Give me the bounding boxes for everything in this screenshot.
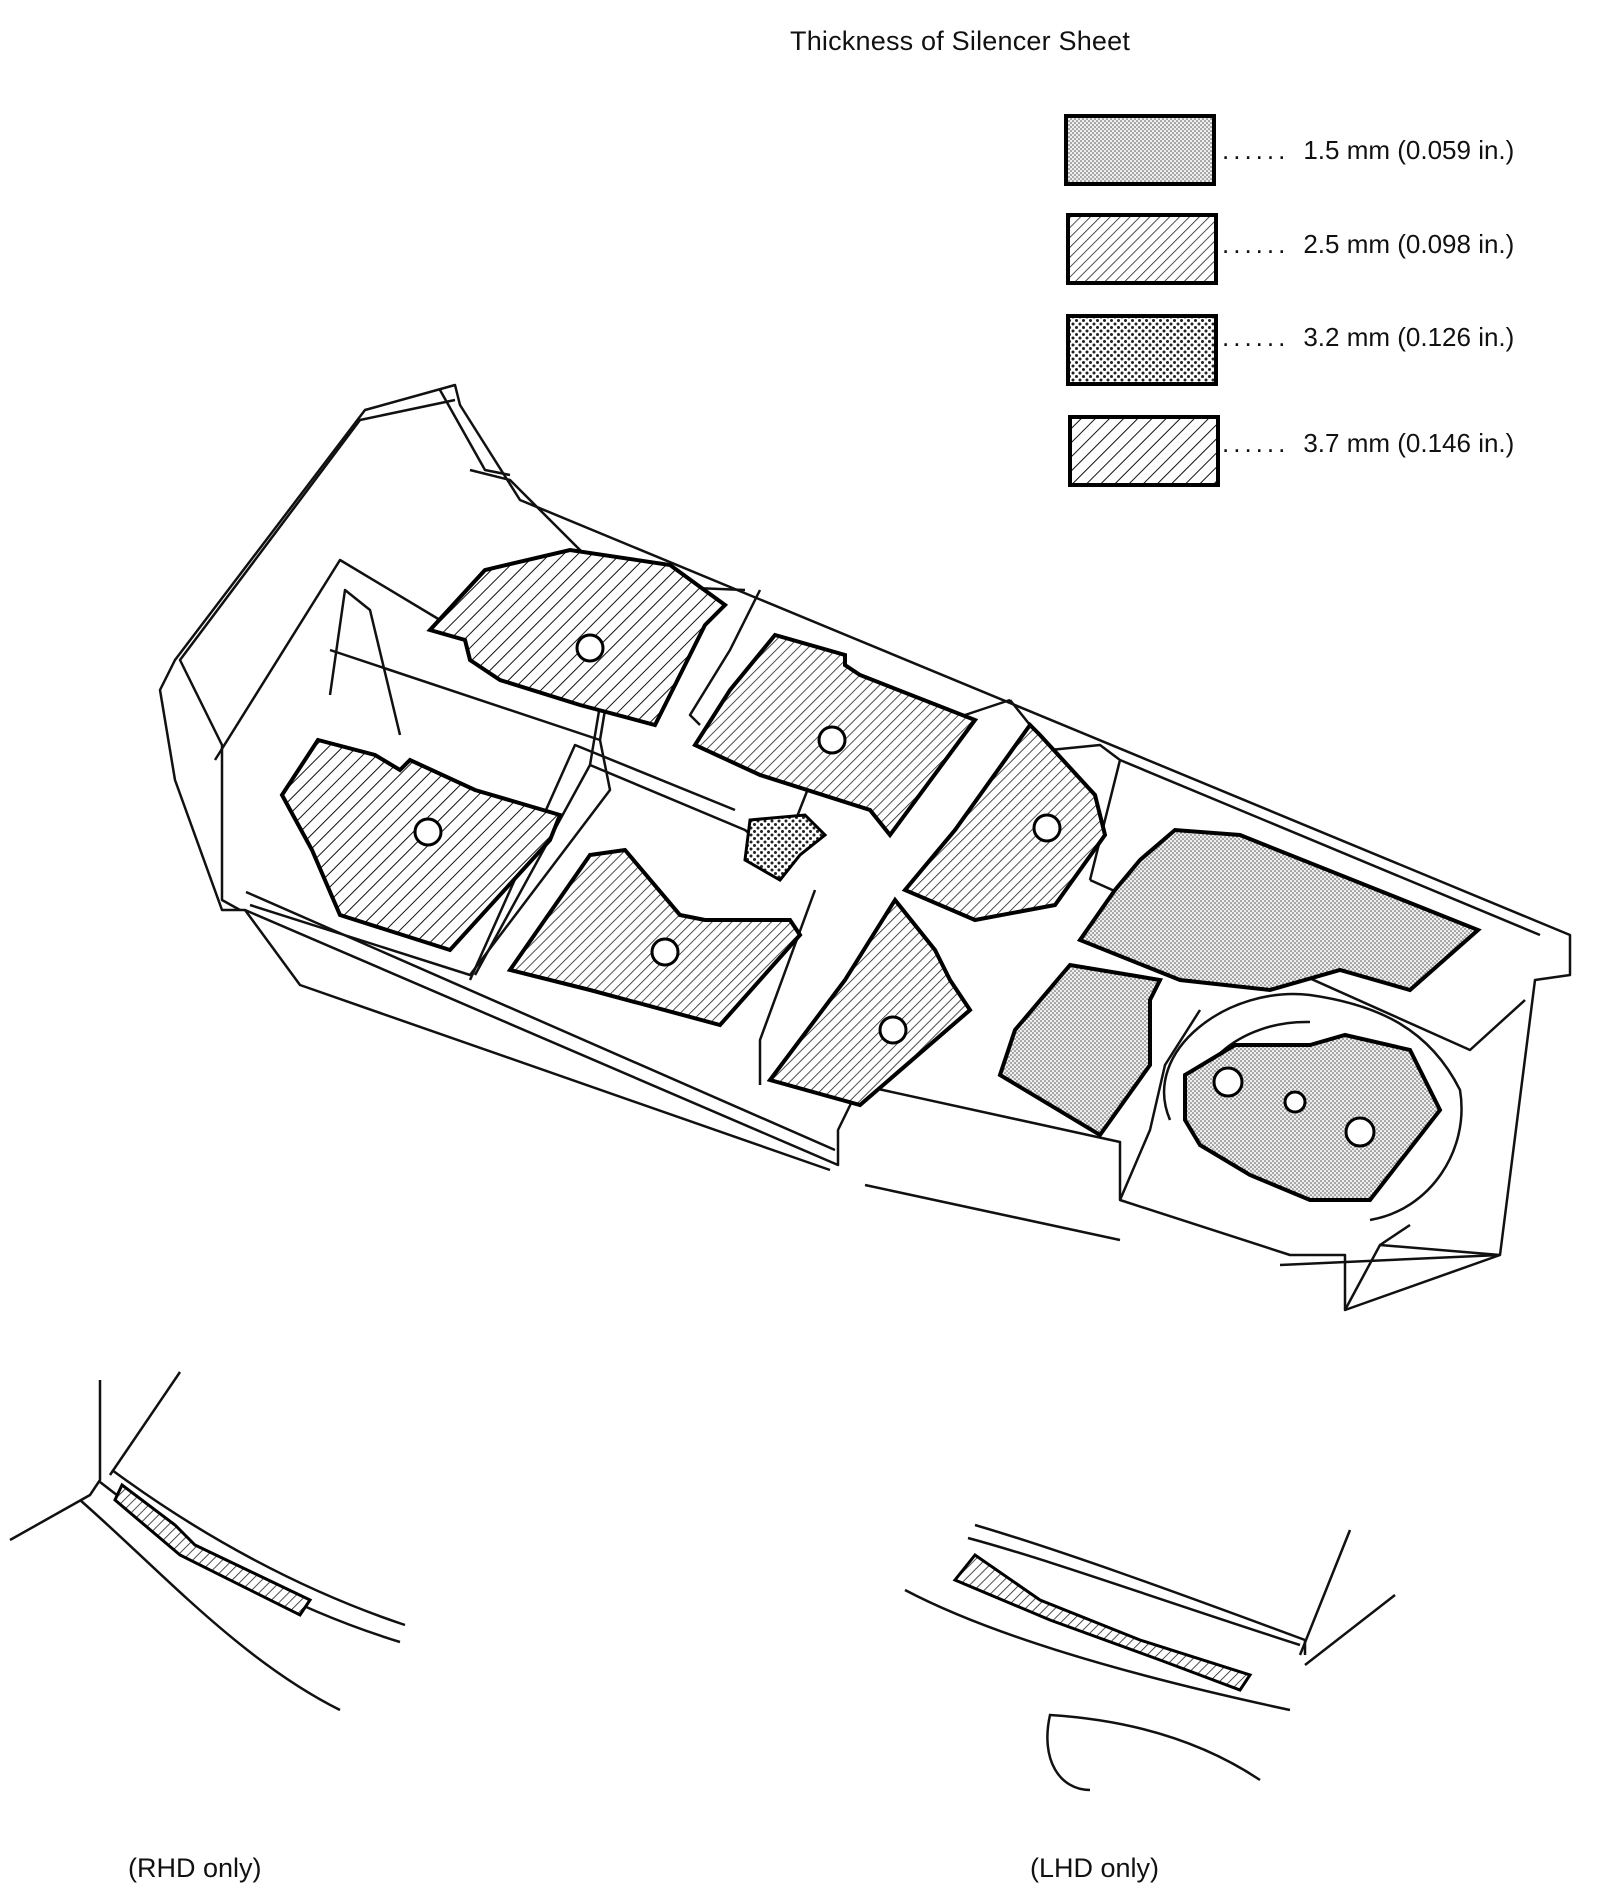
rhd-silencer-strip: [113, 1482, 313, 1617]
legend-swatch-3-2mm: [1066, 314, 1218, 386]
legend-label-3-2mm: ......3.2 mm (0.126 in.): [1222, 322, 1515, 352]
silencer-sheet-center-left: [692, 632, 979, 839]
silencer-sheet-spare-tire-well: [1183, 1032, 1443, 1202]
legend-swatch-2-5mm: [1066, 213, 1218, 285]
rhd-detail-drawing: [9, 1371, 406, 1712]
silencer-sheet-front-left: [426, 547, 729, 728]
legend-label-2-5mm: ......2.5 mm (0.098 in.): [1222, 229, 1515, 259]
legend-label-3-7mm: ......3.7 mm (0.146 in.): [1222, 428, 1515, 458]
lhd-detail-drawing: [904, 1523, 1396, 1792]
silencer-sheet-rear-right: [766, 896, 973, 1108]
lhd-silencer-strip: [952, 1552, 1253, 1692]
silencer-sheet-rear-floor-upper: [1076, 827, 1482, 993]
silencer-sheet-rear-floor-lower: [997, 962, 1163, 1138]
silencer-sheet-tunnel-block: [743, 813, 828, 882]
legend-label-1-5mm: ......1.5 mm (0.059 in.): [1222, 135, 1515, 165]
silencer-sheet-rear-left: [901, 721, 1108, 923]
legend-swatch-3-7mm: [1068, 415, 1220, 487]
silencer-sheet-center-right: [506, 847, 803, 1028]
caption-rhd-only: (RHD only): [128, 1853, 262, 1883]
legend-swatch-1-5mm: [1064, 114, 1216, 186]
caption-lhd-only: (LHD only): [1030, 1853, 1160, 1883]
silencer-sheet-front-right: [279, 737, 563, 953]
diagram-title: Thickness of Silencer Sheet: [790, 26, 1131, 56]
